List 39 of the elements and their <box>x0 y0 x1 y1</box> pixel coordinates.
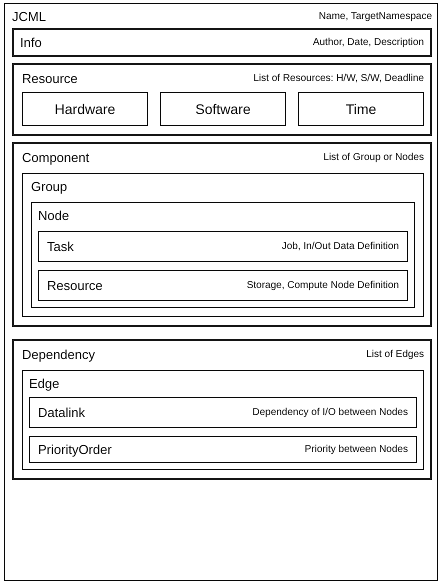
section-box <box>22 92 148 126</box>
section-box <box>160 92 286 126</box>
section-box <box>31 202 415 308</box>
box-description: List of Resources: H/W, S/W, Deadline <box>253 73 424 84</box>
box-title: Edge <box>29 376 60 391</box>
section-box <box>29 436 417 463</box>
section-box <box>22 370 424 470</box>
box-description: Dependency of I/O between Nodes <box>252 407 408 418</box>
section-box <box>38 231 408 262</box>
box-description: Author, Date, Description <box>312 37 424 48</box>
box-title: PriorityOrder <box>38 442 112 457</box>
box-title: Dependency <box>22 347 95 362</box>
box-title: Task <box>47 239 74 254</box>
box-title: Hardware <box>54 101 116 117</box>
box-description: List of Edges <box>366 349 424 360</box>
section-box <box>12 28 432 57</box>
section-box <box>29 397 417 428</box>
box-title: Info <box>20 35 42 50</box>
box-description: Priority between Nodes <box>304 444 408 455</box>
box-title: Resource <box>47 278 103 293</box>
box-title: Software <box>195 101 251 117</box>
section-box <box>12 339 432 480</box>
section-box <box>12 63 432 136</box>
box-title: Resource <box>22 71 78 86</box>
section-box <box>38 270 408 301</box>
box-description: Name, TargetNamespace <box>318 11 432 22</box>
box-description: List of Group or Nodes <box>323 152 424 163</box>
box-title: Component <box>22 150 90 165</box>
box-title: Group <box>31 179 68 194</box>
box-title: Time <box>346 101 376 117</box>
section-box <box>4 3 438 581</box>
box-description: Job, In/Out Data Definition <box>282 241 399 252</box>
box-title: JCML <box>12 9 46 24</box>
box-description: Storage, Compute Node Definition <box>246 280 399 291</box>
section-box <box>12 142 432 327</box>
box-title: Node <box>38 208 70 223</box>
box-title: Datalink <box>38 405 85 420</box>
section-box <box>298 92 424 126</box>
section-box <box>22 173 424 317</box>
